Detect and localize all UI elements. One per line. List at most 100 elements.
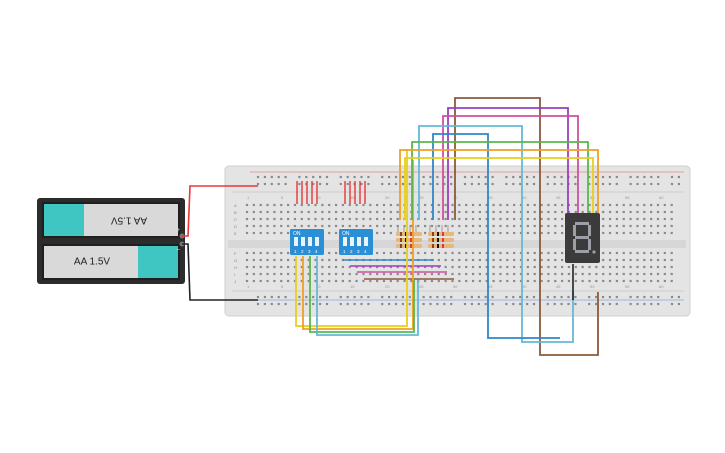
breadboard-hole[interactable] bbox=[369, 265, 372, 269]
breadboard-hole[interactable] bbox=[650, 175, 653, 179]
breadboard-hole[interactable] bbox=[526, 251, 529, 255]
breadboard-hole[interactable] bbox=[266, 265, 269, 269]
breadboard-hole[interactable] bbox=[643, 203, 646, 207]
breadboard-hole[interactable] bbox=[471, 224, 475, 228]
breadboard-hole[interactable] bbox=[553, 175, 556, 179]
breadboard-hole[interactable] bbox=[547, 265, 550, 269]
breadboard-hole[interactable] bbox=[403, 265, 406, 269]
breadboard-hole[interactable] bbox=[307, 203, 310, 207]
breadboard-hole[interactable] bbox=[328, 231, 331, 235]
breadboard-hole[interactable] bbox=[328, 210, 331, 214]
dip-toggle[interactable] bbox=[315, 237, 319, 246]
breadboard-hole[interactable] bbox=[328, 272, 331, 276]
breadboard-hole[interactable] bbox=[314, 224, 317, 228]
breadboard-hole[interactable] bbox=[601, 302, 605, 306]
dip-toggle[interactable] bbox=[294, 237, 298, 246]
breadboard-hole[interactable] bbox=[567, 279, 571, 283]
breadboard-hole[interactable] bbox=[615, 295, 618, 299]
breadboard-hole[interactable] bbox=[403, 251, 406, 255]
breadboard-hole[interactable] bbox=[622, 279, 625, 283]
breadboard-hole[interactable] bbox=[643, 224, 646, 228]
breadboard-hole[interactable] bbox=[588, 175, 591, 179]
breadboard-hole[interactable] bbox=[381, 182, 384, 186]
breadboard-hole[interactable] bbox=[346, 295, 349, 299]
breadboard-hole[interactable] bbox=[670, 203, 673, 207]
breadboard-hole[interactable] bbox=[471, 251, 475, 255]
breadboard-hole[interactable] bbox=[553, 295, 556, 299]
breadboard-hole[interactable] bbox=[499, 224, 502, 228]
breadboard-hole[interactable] bbox=[650, 182, 653, 186]
breadboard-hole[interactable] bbox=[444, 210, 447, 214]
breadboard-hole[interactable] bbox=[574, 295, 577, 299]
breadboard-hole[interactable] bbox=[615, 224, 618, 228]
breadboard-hole[interactable] bbox=[670, 231, 673, 235]
breadboard-hole[interactable] bbox=[670, 295, 674, 299]
breadboard-hole[interactable] bbox=[663, 265, 666, 269]
breadboard-hole[interactable] bbox=[512, 302, 515, 306]
breadboard-hole[interactable] bbox=[492, 224, 495, 228]
breadboard-hole[interactable] bbox=[554, 279, 557, 283]
breadboard-hole[interactable] bbox=[574, 279, 577, 283]
breadboard-hole[interactable] bbox=[287, 224, 290, 228]
breadboard-hole[interactable] bbox=[284, 295, 287, 299]
breadboard-hole[interactable] bbox=[300, 272, 303, 276]
breadboard-hole[interactable] bbox=[560, 302, 563, 306]
breadboard-hole[interactable] bbox=[389, 251, 392, 255]
breadboard-hole[interactable] bbox=[321, 258, 324, 262]
seven-segment-display[interactable]: 8 bbox=[565, 213, 600, 263]
breadboard-hole[interactable] bbox=[328, 265, 331, 269]
breadboard-hole[interactable] bbox=[629, 210, 632, 214]
breadboard-hole[interactable] bbox=[408, 302, 411, 306]
breadboard-hole[interactable] bbox=[325, 302, 329, 306]
breadboard-hole[interactable] bbox=[334, 224, 338, 228]
breadboard-hole[interactable] bbox=[422, 295, 425, 299]
breadboard-hole[interactable] bbox=[369, 272, 372, 276]
breadboard-hole[interactable] bbox=[287, 231, 290, 235]
breadboard-hole[interactable] bbox=[615, 175, 618, 179]
breadboard-hole[interactable] bbox=[430, 272, 434, 276]
breadboard-hole[interactable] bbox=[382, 272, 386, 276]
breadboard-hole[interactable] bbox=[643, 265, 646, 269]
breadboard-hole[interactable] bbox=[382, 279, 386, 283]
breadboard-hole[interactable] bbox=[595, 265, 598, 269]
breadboard-hole[interactable] bbox=[643, 175, 646, 179]
breadboard-hole[interactable] bbox=[670, 224, 673, 228]
breadboard-hole[interactable] bbox=[643, 210, 646, 214]
breadboard-hole[interactable] bbox=[601, 295, 605, 299]
breadboard-hole[interactable] bbox=[526, 279, 529, 283]
breadboard-hole[interactable] bbox=[321, 210, 324, 214]
breadboard-hole[interactable] bbox=[526, 258, 529, 262]
breadboard-hole[interactable] bbox=[670, 182, 674, 186]
dip-toggle[interactable] bbox=[343, 237, 347, 246]
breadboard-hole[interactable] bbox=[451, 217, 454, 221]
breadboard-hole[interactable] bbox=[266, 251, 269, 255]
breadboard-hole[interactable] bbox=[451, 265, 454, 269]
breadboard-hole[interactable] bbox=[270, 302, 273, 306]
breadboard-hole[interactable] bbox=[560, 175, 563, 179]
breadboard-hole[interactable] bbox=[499, 279, 502, 283]
breadboard-hole[interactable] bbox=[540, 224, 543, 228]
resistor[interactable] bbox=[428, 244, 454, 248]
breadboard-hole[interactable] bbox=[526, 224, 529, 228]
breadboard-hole[interactable] bbox=[293, 279, 297, 283]
breadboard-hole[interactable] bbox=[492, 258, 495, 262]
breadboard-hole[interactable] bbox=[319, 302, 322, 306]
breadboard-hole[interactable] bbox=[533, 251, 536, 255]
breadboard-hole[interactable] bbox=[410, 279, 413, 283]
breadboard-hole[interactable] bbox=[451, 279, 454, 283]
breadboard-hole[interactable] bbox=[588, 210, 591, 214]
breadboard-hole[interactable] bbox=[298, 295, 301, 299]
breadboard-hole[interactable] bbox=[554, 231, 557, 235]
breadboard-hole[interactable] bbox=[458, 224, 461, 228]
breadboard-hole[interactable] bbox=[389, 272, 392, 276]
breadboard-hole[interactable] bbox=[444, 251, 447, 255]
breadboard-hole[interactable] bbox=[478, 258, 481, 262]
breadboard-hole[interactable] bbox=[408, 182, 411, 186]
breadboard-hole[interactable] bbox=[417, 224, 420, 228]
breadboard-hole[interactable] bbox=[478, 251, 481, 255]
breadboard-hole[interactable] bbox=[650, 279, 653, 283]
breadboard-hole[interactable] bbox=[287, 272, 290, 276]
breadboard-hole[interactable] bbox=[259, 251, 262, 255]
breadboard-hole[interactable] bbox=[408, 295, 411, 299]
breadboard-hole[interactable] bbox=[608, 295, 611, 299]
